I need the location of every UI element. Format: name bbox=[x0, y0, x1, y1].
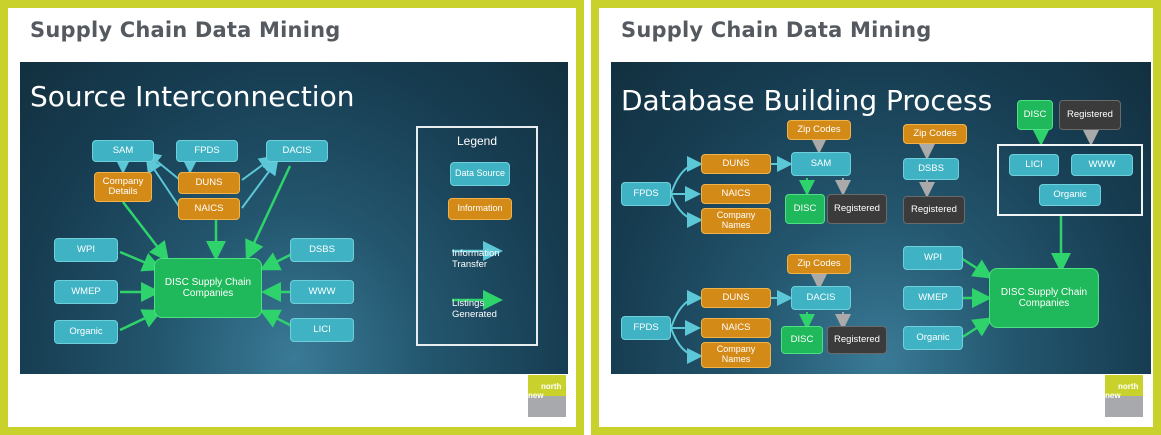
online-sources-group bbox=[997, 144, 1143, 216]
node-disc-supply-chain: DISC Supply Chain Companies bbox=[989, 268, 1099, 328]
node-wpi: WPI bbox=[903, 246, 963, 270]
branch-arrow bbox=[670, 156, 703, 195]
node-sam: SAM bbox=[92, 140, 154, 162]
slide-source-interconnection: Supply Chain Data Mining bbox=[0, 0, 584, 435]
branch-arrow bbox=[670, 193, 703, 228]
new-north-logo: north new bbox=[1105, 375, 1143, 417]
node-registered-group: Registered bbox=[1059, 100, 1121, 130]
node-duns: DUNS bbox=[178, 172, 240, 194]
branch-arrow bbox=[670, 327, 703, 364]
node-fpds-bottom: FPDS bbox=[621, 316, 671, 340]
diagram-panel: Source Interconnection SAM FPDS DACIS Co… bbox=[20, 62, 568, 374]
node-dsbs: DSBS bbox=[290, 238, 354, 262]
node-www: WWW bbox=[290, 280, 354, 304]
node-lici: LICI bbox=[1009, 154, 1059, 176]
node-registered-bottom: Registered bbox=[827, 326, 887, 354]
node-disc-group: DISC bbox=[1017, 100, 1053, 130]
node-lici: LICI bbox=[290, 318, 354, 342]
legend-listings-label: Listings Generated bbox=[452, 298, 497, 321]
node-organic-group: Organic bbox=[1039, 184, 1101, 206]
connector-layer bbox=[115, 151, 503, 332]
node-fpds-top: FPDS bbox=[621, 182, 671, 206]
node-sam: SAM bbox=[791, 152, 851, 176]
node-wmep: WMEP bbox=[903, 286, 963, 310]
node-registered-middle: Registered bbox=[903, 196, 965, 224]
node-company-names-bottom: Company Names bbox=[701, 342, 771, 368]
legend-data-source: Data Source bbox=[450, 162, 510, 186]
slide-body: Supply Chain Data Mining bbox=[8, 8, 576, 427]
node-organic: Organic bbox=[54, 320, 118, 344]
node-disc-bottom: DISC bbox=[781, 326, 823, 354]
node-dsbs: DSBS bbox=[903, 158, 959, 180]
node-zip-bottom: Zip Codes bbox=[787, 254, 851, 274]
node-zip-middle: Zip Codes bbox=[903, 124, 967, 144]
node-naics: NAICS bbox=[178, 198, 240, 220]
node-www: WWW bbox=[1071, 154, 1133, 176]
slide-title: Source Interconnection bbox=[30, 80, 355, 113]
slide-database-building: Supply Chain Data Mining bbox=[591, 0, 1161, 435]
node-registered-top: Registered bbox=[827, 194, 887, 224]
legend-info-transfer-label: Information Transfer bbox=[452, 248, 500, 271]
slide-title: Database Building Process bbox=[621, 84, 993, 117]
node-wmep: WMEP bbox=[54, 280, 118, 304]
diagram-panel: Database Building Process FPDS DUNS NAIC… bbox=[611, 62, 1151, 374]
listing-arrow bbox=[122, 201, 170, 262]
legend-title: Legend bbox=[456, 134, 498, 148]
listing-arrow bbox=[960, 256, 994, 279]
branch-arrow bbox=[670, 290, 703, 329]
node-company-names-top: Company Names bbox=[701, 208, 771, 234]
node-company-details: Company Details bbox=[94, 172, 152, 202]
listing-arrow bbox=[119, 309, 163, 332]
node-duns-bottom: DUNS bbox=[701, 288, 771, 308]
listing-arrow bbox=[245, 165, 292, 261]
node-organic-right: Organic bbox=[903, 326, 963, 350]
listing-arrow bbox=[960, 317, 994, 340]
node-disc-top: DISC bbox=[785, 194, 825, 224]
slide-body: Supply Chain Data Mining bbox=[599, 8, 1153, 427]
transfer-arrow bbox=[241, 158, 279, 209]
listing-arrow bbox=[119, 250, 163, 272]
slide-header: Supply Chain Data Mining bbox=[30, 18, 341, 42]
node-dacis: DACIS bbox=[266, 140, 328, 162]
node-naics-top: NAICS bbox=[701, 184, 771, 204]
node-wpi: WPI bbox=[54, 238, 118, 262]
node-duns-top: DUNS bbox=[701, 154, 771, 174]
legend-information: Information bbox=[448, 198, 512, 220]
slide-header: Supply Chain Data Mining bbox=[621, 18, 932, 42]
transfer-arrow bbox=[145, 156, 181, 209]
node-fpds: FPDS bbox=[176, 140, 238, 162]
node-zip-top: Zip Codes bbox=[787, 120, 851, 140]
new-north-logo: north new bbox=[528, 375, 566, 417]
node-naics-bottom: NAICS bbox=[701, 318, 771, 338]
legend: Legend Data Source Information Informati… bbox=[416, 126, 538, 346]
connector-layer bbox=[670, 130, 1099, 364]
node-disc-supply-chain: DISC Supply Chain Companies bbox=[154, 258, 262, 318]
node-dacis: DACIS bbox=[791, 286, 851, 310]
